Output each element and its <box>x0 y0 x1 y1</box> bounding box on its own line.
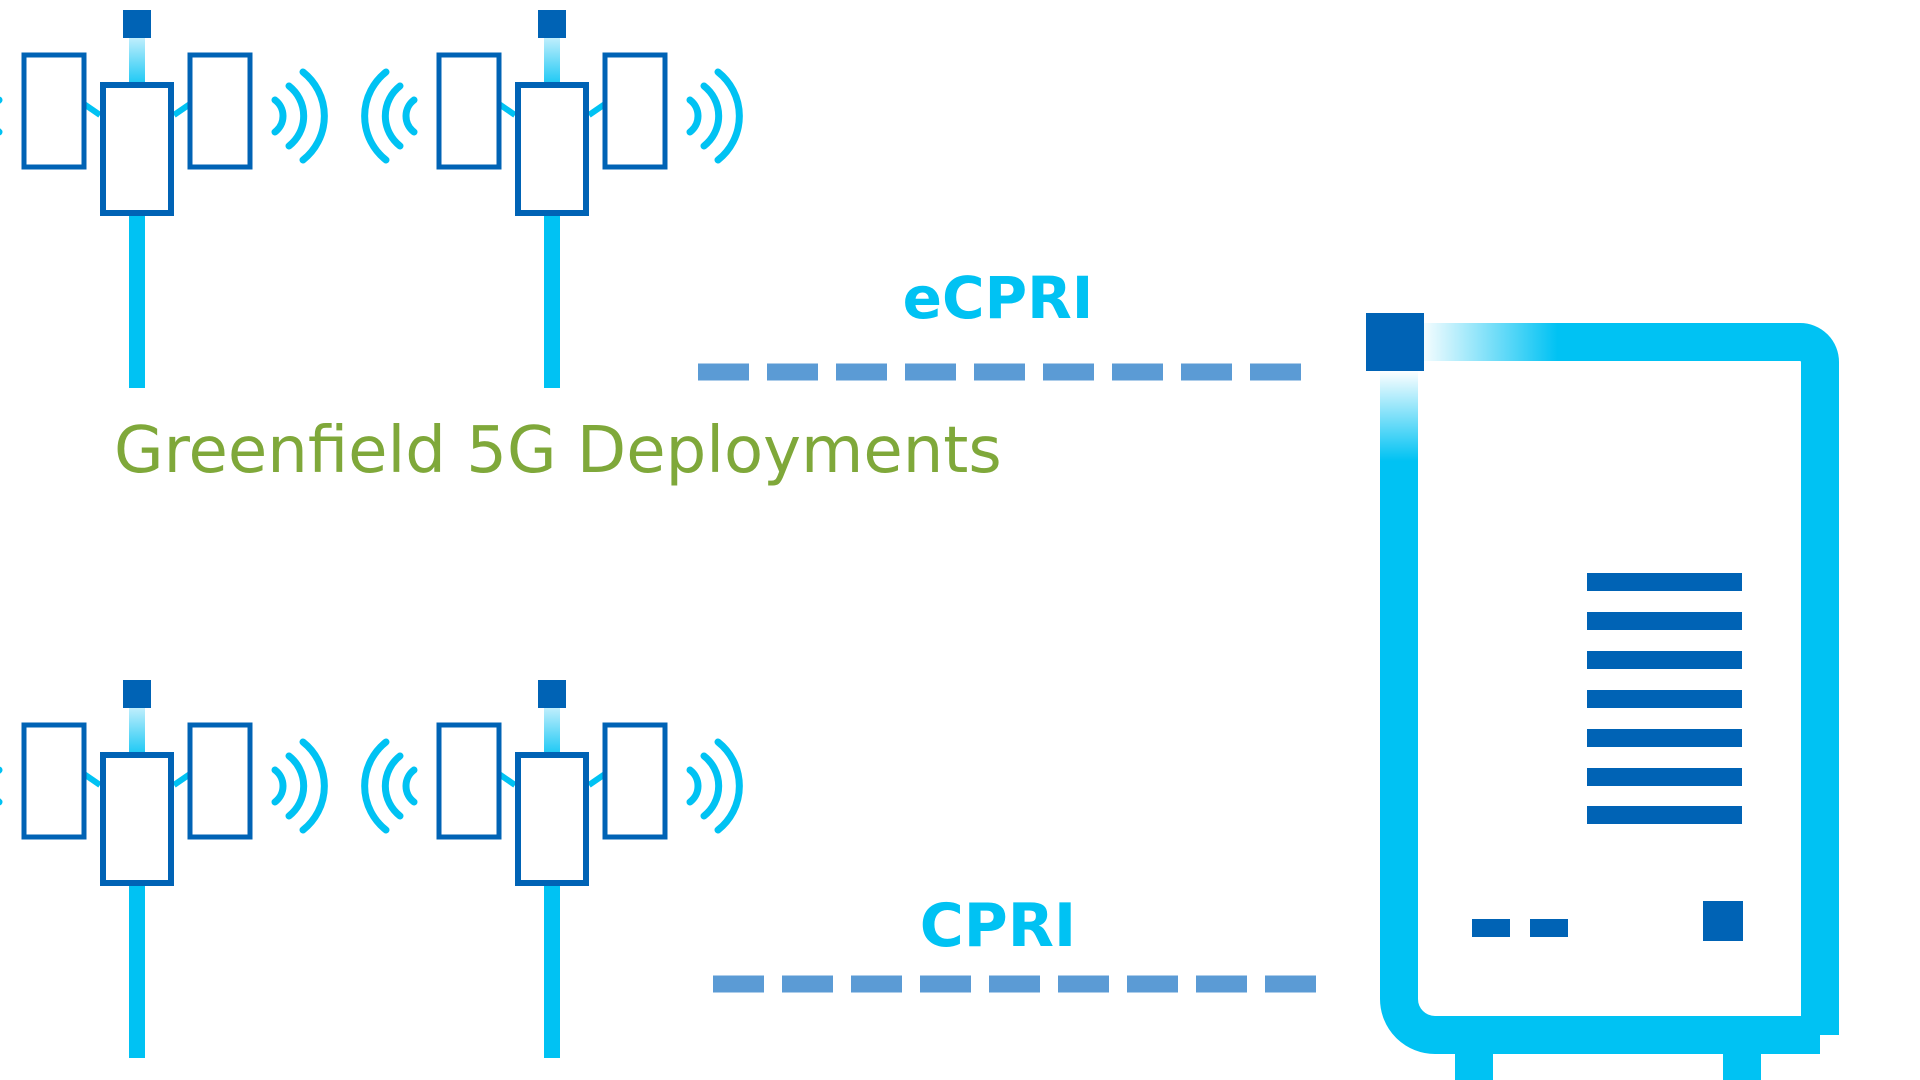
cell-tower-icon <box>365 680 740 1058</box>
server-leg <box>1455 1054 1493 1080</box>
ecpri-label: eCPRI <box>903 264 1094 332</box>
server-indicator-dash <box>1472 919 1510 937</box>
server-corner-square <box>1366 313 1424 371</box>
server-leg <box>1723 1054 1761 1080</box>
server-status-light <box>1703 901 1743 941</box>
server-indicator-dash <box>1530 919 1568 937</box>
greenfield-label: Greenfield 5G Deployments <box>114 414 1002 488</box>
cell-tower-icon <box>365 10 740 388</box>
cell-tower-icon <box>0 680 324 1058</box>
server-rack-icon <box>1366 313 1839 1080</box>
cell-tower-icon <box>0 10 324 388</box>
server-vent-lines <box>1587 573 1742 824</box>
cpri-label: CPRI <box>920 891 1077 961</box>
